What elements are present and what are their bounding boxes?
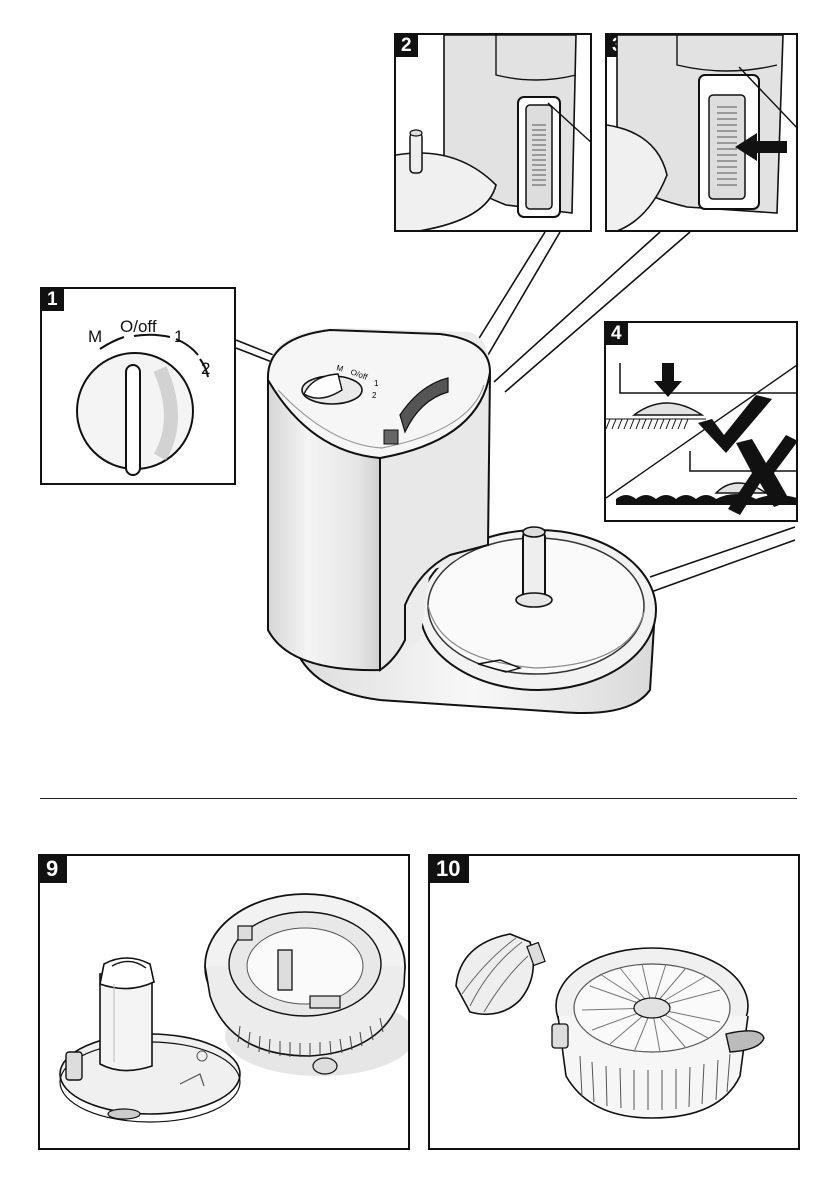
figure-4-drawing (606, 323, 798, 522)
figure-1-panel: 1 M O/off 1 2 (40, 287, 236, 485)
figure-9-drawing (40, 856, 410, 1150)
figure-4-panel: 4 (604, 321, 798, 522)
section-divider (40, 798, 797, 799)
dial-knob-drawing (42, 289, 236, 485)
svg-text:1: 1 (374, 379, 379, 388)
figure-2-drawing (396, 35, 592, 232)
figure-9-panel: 9 (38, 854, 410, 1150)
figure-10-drawing (430, 856, 800, 1150)
figure-10-panel: 10 (428, 854, 800, 1150)
figure-2-panel: 2 (394, 33, 592, 232)
figure-3-panel: 3 (605, 33, 798, 232)
check-mark-icon (698, 395, 772, 453)
figure-3-drawing (607, 35, 798, 232)
svg-text:2: 2 (372, 391, 377, 400)
arrow-down-icon (654, 363, 682, 397)
